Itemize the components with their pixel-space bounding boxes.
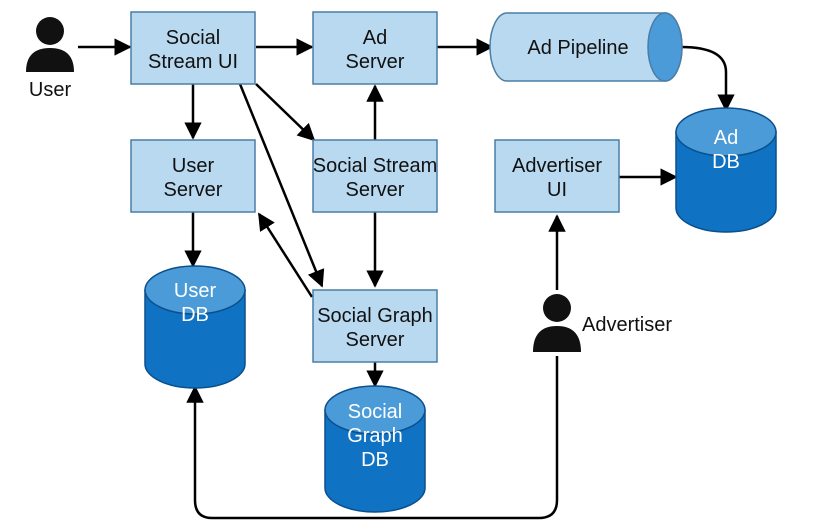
edge-social-stream-ui-to-social-graph-server (238, 83, 325, 288)
social-stream-ui-box: Social Stream UI (130, 11, 256, 85)
social-stream-server-label-line1: Social Stream (313, 155, 438, 177)
advertiser-ui-label-line2: UI (547, 179, 567, 201)
ad-server-label-line2: Server (346, 51, 405, 73)
ad-db-label-line1: Ad (714, 127, 738, 149)
social-graph-db: Social Graph DB (324, 385, 426, 513)
ad-pipeline: Ad Pipeline (489, 12, 683, 82)
user-server-label-line2: Server (164, 179, 223, 201)
user-label: User (29, 79, 72, 101)
advertiser-ui-box: Advertiser UI (494, 139, 620, 213)
social-stream-ui-label-line1: Social (166, 27, 220, 49)
social-graph-db-label-line2: Graph (347, 425, 403, 447)
edge-social-graph-server-to-user-server (257, 212, 314, 298)
social-stream-server-box: Social Stream Server (312, 139, 438, 213)
edge-advertiser-to-user-db (186, 356, 559, 520)
advertiser-actor: Advertiser (533, 294, 672, 352)
ad-server-box: Ad Server (312, 11, 438, 85)
social-stream-ui-label-line2: Stream UI (148, 51, 238, 73)
social-stream-server-label-line2: Server (346, 179, 405, 201)
user-db: User DB (144, 265, 246, 389)
social-graph-server-label-line2: Server (346, 329, 405, 351)
user-actor: User (26, 17, 74, 101)
social-graph-server-box: Social Graph Server (312, 289, 438, 363)
social-graph-db-label-line1: Social (348, 401, 402, 423)
edge-ad-pipeline-to-ad-db (680, 45, 735, 112)
edge-social-stream-ui-to-social-stream-server (255, 83, 316, 142)
ad-db-label-line2: DB (712, 151, 740, 173)
ad-pipeline-label: Ad Pipeline (527, 37, 628, 59)
social-graph-db-label-line3: DB (361, 449, 389, 471)
person-icon (26, 17, 74, 72)
edges (78, 38, 735, 520)
ad-db: Ad DB (675, 107, 777, 233)
social-graph-server-label-line1: Social Graph (317, 305, 433, 327)
user-server-label-line1: User (172, 155, 215, 177)
advertiser-label: Advertiser (582, 314, 672, 336)
ad-server-label-line1: Ad (363, 27, 387, 49)
user-db-label-line1: User (174, 280, 217, 302)
advertiser-ui-label-line1: Advertiser (512, 155, 602, 177)
user-db-label-line2: DB (181, 304, 209, 326)
user-server-box: User Server (130, 139, 256, 213)
person-icon (533, 294, 581, 352)
